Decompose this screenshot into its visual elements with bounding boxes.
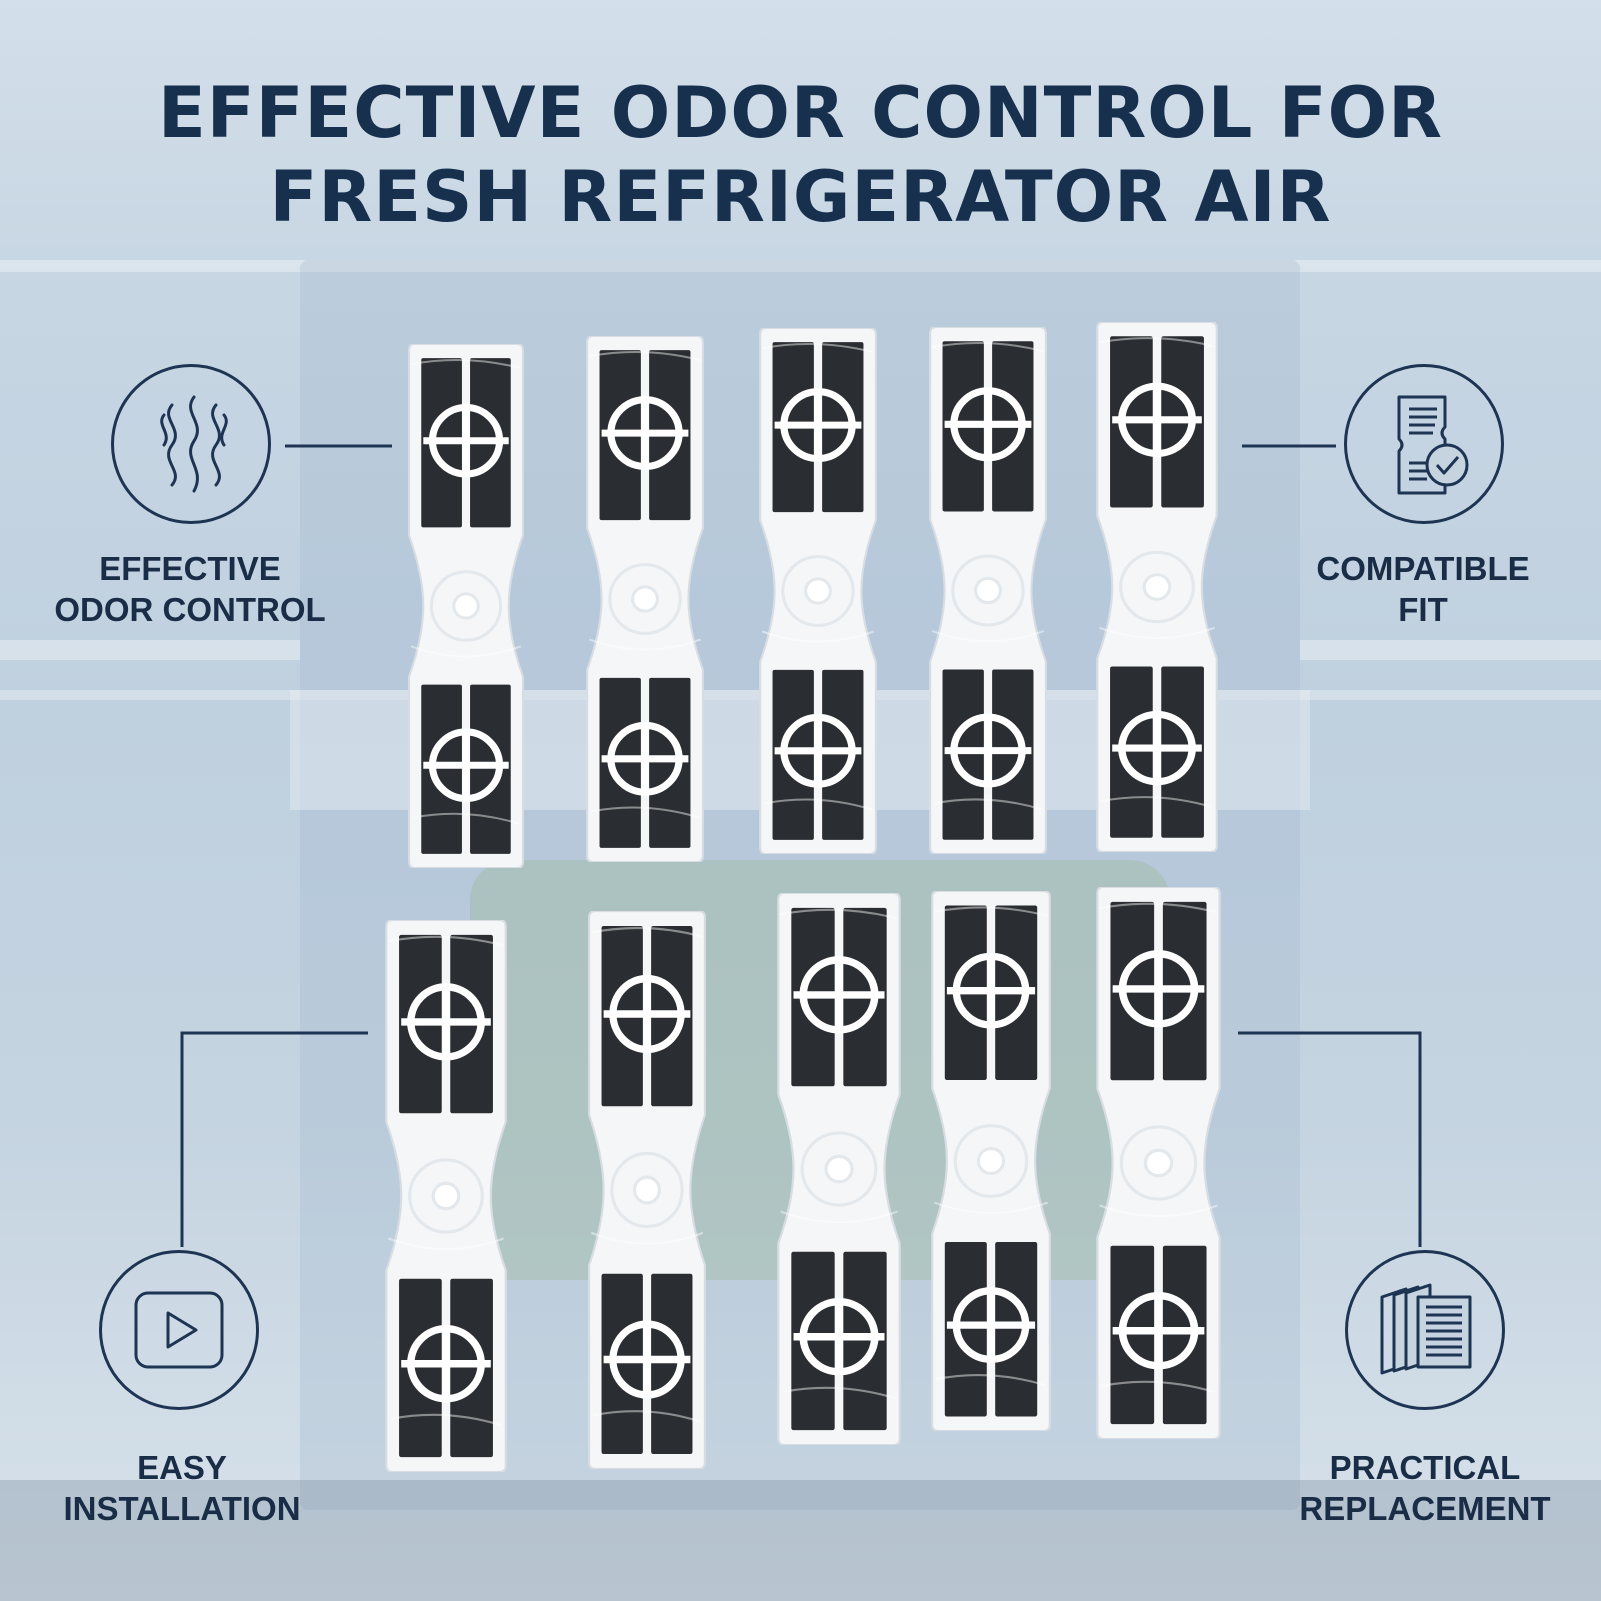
play-button-icon — [134, 1291, 224, 1369]
air-filter-cartridge — [586, 336, 704, 862]
headline-line-1: EFFECTIVE ODOR CONTROL FOR — [157, 72, 1443, 154]
odor-waves-icon — [160, 395, 228, 493]
air-filter-cartridge — [588, 911, 706, 1469]
compatible-fit-label: COMPATIBLE FIT — [1316, 550, 1530, 628]
air-filter-cartridge — [1096, 887, 1221, 1439]
headline-line-2: FRESH REFRIGERATOR AIR — [269, 156, 1332, 238]
air-filter-cartridge — [929, 327, 1047, 854]
air-filter-cartridge — [931, 891, 1051, 1431]
air-filter-cartridge — [408, 344, 524, 868]
air-filter-cartridge — [777, 893, 901, 1445]
compatible-fit-icon — [1397, 395, 1469, 495]
air-filter-cartridge — [1096, 322, 1218, 852]
air-filter-cartridge — [385, 920, 507, 1472]
compatible-fit-badge — [1344, 364, 1504, 524]
practical-replacement-label: PRACTICAL REPLACEMENT — [1299, 1449, 1551, 1527]
practical-replacement-badge — [1345, 1250, 1505, 1410]
air-filter-cartridge — [759, 328, 877, 854]
easy-installation-label: EASY INSTALLATION — [63, 1449, 301, 1527]
easy-installation-badge — [99, 1250, 259, 1410]
stacked-filters-icon — [1380, 1283, 1472, 1375]
odor-control-label: EFFECTIVE ODOR CONTROL — [54, 550, 326, 628]
odor-control-badge — [111, 364, 271, 524]
